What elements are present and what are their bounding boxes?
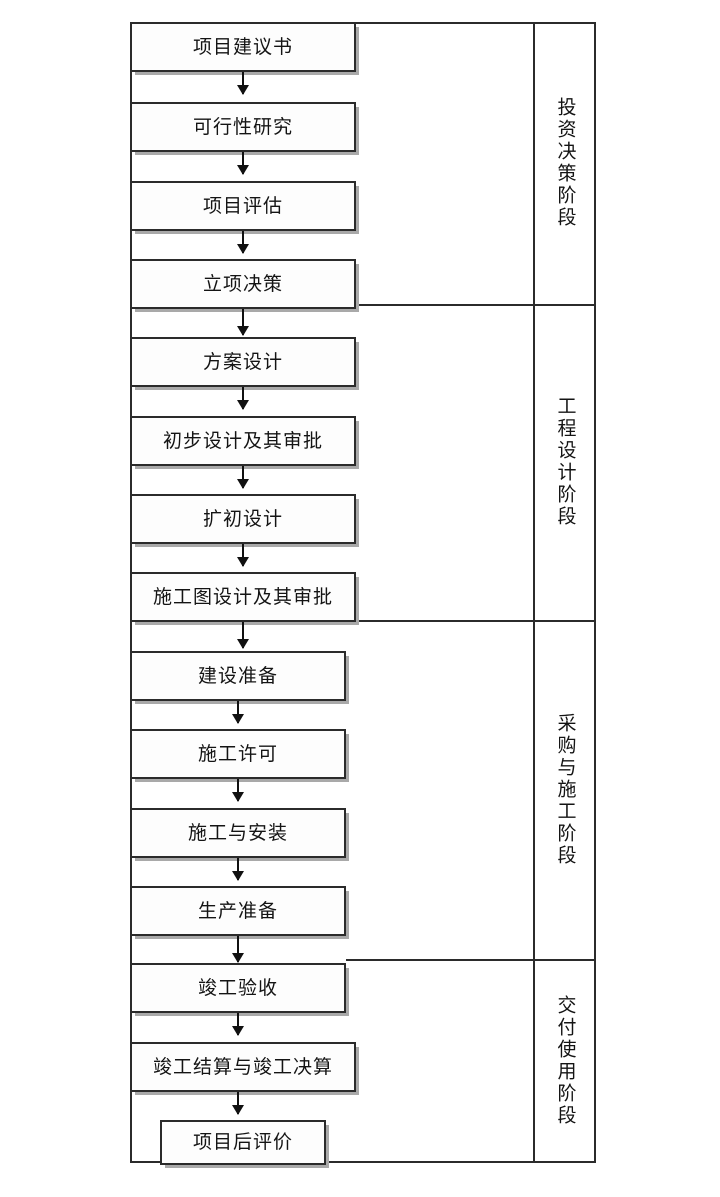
arrow-6-7 (242, 466, 244, 488)
stage-label-1-text: 投资决策阶段 (554, 97, 577, 229)
arrow-11-12 (237, 858, 239, 880)
process-box-step-3[interactable]: 项目评估 (130, 181, 356, 231)
process-box-step-14[interactable]: 竣工结算与竣工决算 (130, 1042, 356, 1092)
stage-label-1: 投资决策阶段 (534, 22, 596, 304)
process-box-step-6[interactable]: 初步设计及其审批 (130, 416, 356, 466)
process-box-step-12[interactable]: 生产准备 (130, 886, 346, 936)
process-box-step-1[interactable]: 项目建议书 (130, 22, 356, 72)
stage-label-4-text: 交付使用阶段 (554, 995, 577, 1127)
process-box-step-10[interactable]: 施工许可 (130, 729, 346, 779)
stage-label-3-text: 采购与施工阶段 (554, 712, 577, 867)
process-box-step-7[interactable]: 扩初设计 (130, 494, 356, 544)
arrow-10-11 (237, 779, 239, 801)
stage-divider-3 (346, 959, 596, 961)
arrow-7-8 (242, 544, 244, 566)
process-box-step-9[interactable]: 建设准备 (130, 651, 346, 701)
stage-divider-1 (356, 304, 596, 306)
process-box-step-15[interactable]: 项目后评价 (160, 1120, 326, 1165)
process-box-step-5[interactable]: 方案设计 (130, 337, 356, 387)
process-box-step-8[interactable]: 施工图设计及其审批 (130, 572, 356, 622)
arrow-1-2 (242, 72, 244, 94)
arrow-12-13 (237, 936, 239, 962)
stage-divider-2 (356, 620, 596, 622)
process-box-step-13[interactable]: 竣工验收 (130, 963, 346, 1013)
arrow-4-5 (242, 309, 244, 335)
process-box-step-11[interactable]: 施工与安装 (130, 808, 346, 858)
arrow-5-6 (242, 387, 244, 409)
arrow-2-3 (242, 152, 244, 174)
stage-label-2: 工程设计阶段 (534, 304, 596, 620)
process-box-step-2[interactable]: 可行性研究 (130, 102, 356, 152)
stage-label-2-text: 工程设计阶段 (554, 396, 577, 528)
process-box-step-4[interactable]: 立项决策 (130, 259, 356, 309)
arrow-9-10 (237, 701, 239, 723)
arrow-3-4 (242, 231, 244, 253)
stage-label-4: 交付使用阶段 (534, 959, 596, 1163)
stage-label-3: 采购与施工阶段 (534, 620, 596, 959)
stage-column-divider (533, 22, 535, 1163)
arrow-8-9 (242, 622, 244, 648)
arrow-13-14 (237, 1013, 239, 1035)
arrow-14-15 (237, 1092, 239, 1114)
